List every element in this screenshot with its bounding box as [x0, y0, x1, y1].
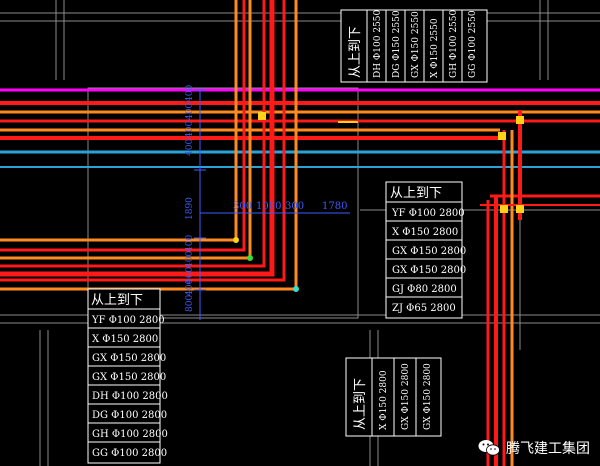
dimension-text-vertical: 400 400 400 400 1890 400 400 460 800 400	[185, 85, 195, 312]
table-bottom-left: 从上到下 YF Φ100 2800 X Φ150 2800 GX Φ150 28…	[87, 288, 168, 464]
pipes-vertical-left-group	[0, 0, 298, 291]
dim-text: 1890	[185, 197, 195, 220]
dim-text: 400	[185, 121, 195, 138]
table-heading: 从上到下	[91, 293, 143, 308]
table-top-right: 从上到下 DH Φ100 2550 DG Φ150 2550 GX Φ150 2…	[340, 9, 488, 83]
table-cell: GG Φ100 2800	[92, 448, 167, 459]
table-cell: DG Φ100 2800	[92, 410, 167, 421]
table-bottom-center: 从上到下 X Φ150 2800 GX Φ150 2800 GX Φ150 28…	[345, 357, 442, 437]
dim-text: 400	[185, 279, 195, 296]
table-cell: YF Φ100 2800	[91, 315, 165, 326]
table-cell: DH Φ100 2550	[373, 9, 383, 78]
table-cell: GX Φ150 2800	[392, 265, 466, 276]
valve-marker	[498, 132, 506, 140]
table-heading: 从上到下	[390, 186, 442, 201]
table-middle-right: 从上到下 YF Φ100 2800 X Φ150 2800 GX Φ150 28…	[385, 181, 466, 319]
watermark: 腾飞建工集团	[478, 438, 590, 458]
valve-marker	[516, 116, 524, 124]
valve-marker	[500, 205, 508, 213]
watermark-text: 腾飞建工集团	[506, 441, 590, 457]
table-cell: ZJ Φ65 2800	[392, 303, 456, 314]
dim-text: 300	[285, 201, 304, 212]
table-cell: GH Φ100 2550	[449, 10, 459, 78]
valve-marker	[258, 112, 266, 120]
dimension-text-horizontal: 300 1000 300 1780	[233, 201, 347, 212]
dimension-lines	[194, 89, 350, 320]
table-cell: GX Φ150 2800	[423, 363, 433, 430]
table-cell: GX Φ150 2550	[411, 11, 421, 78]
valve-marker	[516, 205, 524, 213]
dim-text: 1780	[322, 201, 347, 212]
table-cell: GX Φ150 2800	[92, 372, 166, 383]
table-cell: GX Φ150 2800	[92, 353, 166, 364]
dim-text: 400	[185, 235, 195, 252]
dim-text: 800	[185, 295, 195, 312]
pipe-fittings	[233, 112, 524, 292]
table-cell: X Φ150 2800	[392, 227, 458, 238]
wechat-icon	[478, 440, 500, 456]
table-cell: GH Φ100 2800	[92, 429, 168, 440]
table-cell: GX Φ150 2800	[392, 246, 466, 257]
dim-text: 400	[185, 139, 195, 156]
dim-text: 460	[185, 267, 195, 284]
table-heading: 从上到下	[348, 26, 363, 78]
pipes-vertical-right-group	[480, 110, 600, 466]
table-cell: X Φ150 2800	[379, 370, 389, 430]
table-heading: 从上到下	[353, 378, 368, 430]
dim-text: 1000	[256, 201, 281, 212]
table-cell: DG Φ150 2550	[392, 10, 402, 78]
table-cell: GX Φ150 2800	[401, 363, 411, 430]
table-cell: X Φ150 2800	[92, 334, 158, 345]
dim-text: 300	[233, 201, 252, 212]
table-cell: YF Φ100 2800	[391, 208, 465, 219]
table-cell: X Φ150 2550	[430, 18, 440, 78]
table-cell: GJ Φ80 2800	[392, 284, 457, 295]
dim-text: 400	[185, 251, 195, 268]
dim-text: 400	[185, 103, 195, 120]
table-cell: GG Φ100 2550	[468, 10, 478, 78]
dim-text: 400	[185, 85, 195, 102]
table-cell: DH Φ100 2800	[92, 391, 168, 402]
